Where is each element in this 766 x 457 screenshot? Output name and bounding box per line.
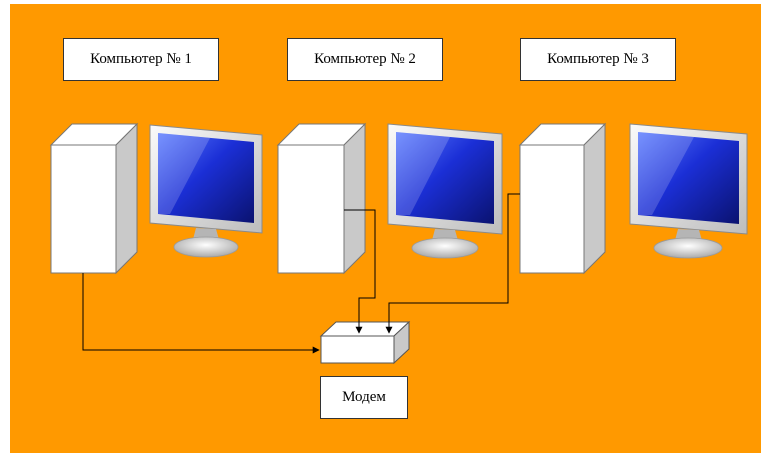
label-computer-2: Компьютер № 2	[287, 38, 443, 81]
connection-line-computer-2	[344, 209, 376, 334]
system-unit-icon	[518, 122, 607, 275]
label-computer-3: Компьютер № 3	[520, 38, 676, 81]
label-computer-1: Компьютер № 1	[63, 38, 219, 81]
modem-icon	[319, 320, 411, 365]
monitor-icon	[149, 124, 263, 258]
system-unit-icon	[276, 122, 367, 275]
connection-line-computer-1	[82, 273, 320, 354]
connection-line-computer-3	[385, 193, 520, 334]
monitor-icon	[387, 123, 503, 259]
monitor-icon	[629, 123, 748, 259]
connection-lines	[82, 193, 520, 354]
label-modem: Модем	[320, 376, 408, 419]
system-unit-icon	[49, 122, 139, 275]
